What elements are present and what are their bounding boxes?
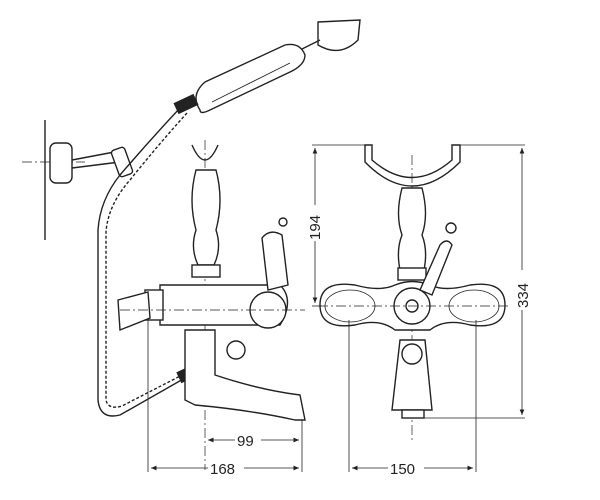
dim-194: 194 bbox=[307, 215, 324, 240]
mixer-side-view bbox=[117, 140, 306, 470]
wall-bracket bbox=[22, 120, 134, 240]
mixer-front-view bbox=[318, 144, 510, 440]
dim-168: 168 bbox=[210, 461, 235, 478]
dim-334: 334 bbox=[515, 283, 532, 308]
dim-99: 99 bbox=[237, 433, 254, 450]
dim-150: 150 bbox=[390, 461, 415, 478]
hand-shower bbox=[173, 19, 361, 115]
